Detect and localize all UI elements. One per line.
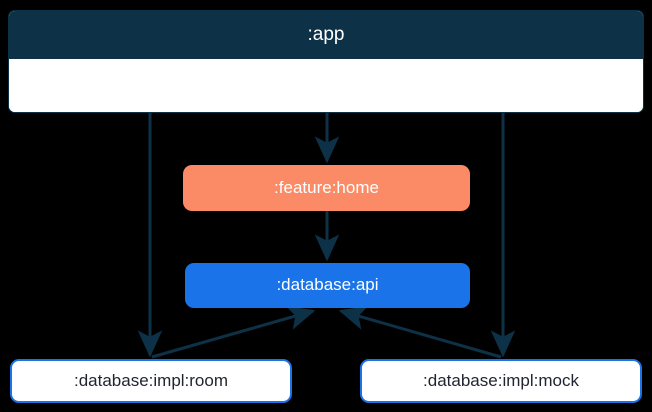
module-database-api[interactable]: :database:api <box>185 263 470 308</box>
module-database-impl-mock[interactable]: :database:impl:mock <box>360 359 642 403</box>
edge-room-to-database-api <box>151 305 316 359</box>
module-database-impl-room[interactable]: :database:impl:room <box>10 359 292 403</box>
module-app-container[interactable]: :app main androidTest <box>8 10 644 113</box>
module-app-source-sets: main androidTest <box>9 59 643 112</box>
module-feature-home[interactable]: :feature:home <box>183 165 470 211</box>
module-app-title: :app <box>9 11 643 59</box>
edge-mock-to-database-api <box>338 305 502 359</box>
